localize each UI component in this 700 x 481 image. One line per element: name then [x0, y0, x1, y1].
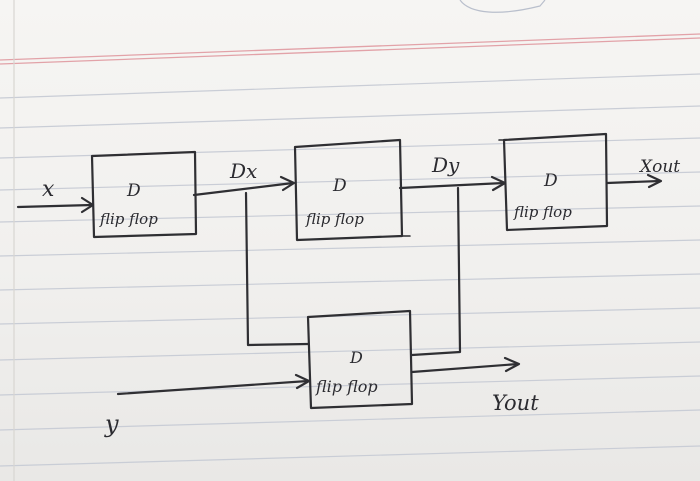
flip-flop-box [306, 309, 414, 410]
flip-flop-label-line1: D [126, 181, 141, 201]
flip-flop-label-line1: D [349, 348, 363, 367]
signal-yout-label: Yout [492, 391, 539, 415]
flip-flop-label-line2: flip flop [99, 210, 158, 228]
wire-xout [605, 179, 662, 185]
wire-x-input [16, 203, 94, 209]
wire-dy [398, 181, 506, 190]
flip-flop-label-line1: D [543, 171, 558, 191]
flip-flop-label-line1: D [332, 176, 347, 196]
signal-dy-label: Dy [431, 153, 460, 177]
rule-line [0, 73, 700, 99]
rule-line [0, 205, 700, 223]
rule-line [0, 171, 700, 191]
flip-flop-2: D flip flop [293, 138, 411, 242]
flip-flop-label-line2: flip flop [305, 210, 364, 228]
rule-line [0, 375, 700, 396]
rule-line [0, 105, 700, 129]
flip-flop-box [502, 132, 609, 232]
arrow-head [503, 356, 521, 373]
flip-flop-1: D flip flop [90, 150, 198, 239]
rule-line [0, 341, 700, 361]
signal-labels: x Dx Dy y Xout Yout [42, 153, 680, 438]
arrow-head [279, 175, 296, 192]
signal-dx-label: Dx [229, 159, 257, 183]
signal-xout-label: Xout [638, 157, 680, 177]
rule-line [0, 409, 700, 431]
margin-line [0, 33, 700, 61]
arrow-head [646, 173, 663, 189]
rule-line [0, 239, 700, 257]
wire-feedback [410, 186, 462, 357]
arrow-head [294, 373, 311, 390]
signal-x-label: x [42, 177, 55, 202]
wire-dx-branch [244, 191, 310, 347]
flip-flop-label-line2: flip flop [513, 203, 572, 221]
wire-y-input [116, 379, 310, 396]
flip-flop-4: D flip flop [306, 309, 414, 410]
wire-yout [410, 362, 520, 374]
flip-flop-label-line2: flip flop [315, 377, 378, 396]
rule-line [0, 273, 700, 291]
margin-line [0, 37, 700, 65]
flip-flop-3: D flip flop [498, 132, 609, 232]
rule-line [0, 445, 700, 467]
binder-hole-mark [459, 0, 546, 13]
rule-line [0, 307, 700, 325]
wire-dx [192, 181, 295, 197]
signal-y-label: y [104, 410, 119, 438]
flip-flop-box [90, 150, 198, 239]
